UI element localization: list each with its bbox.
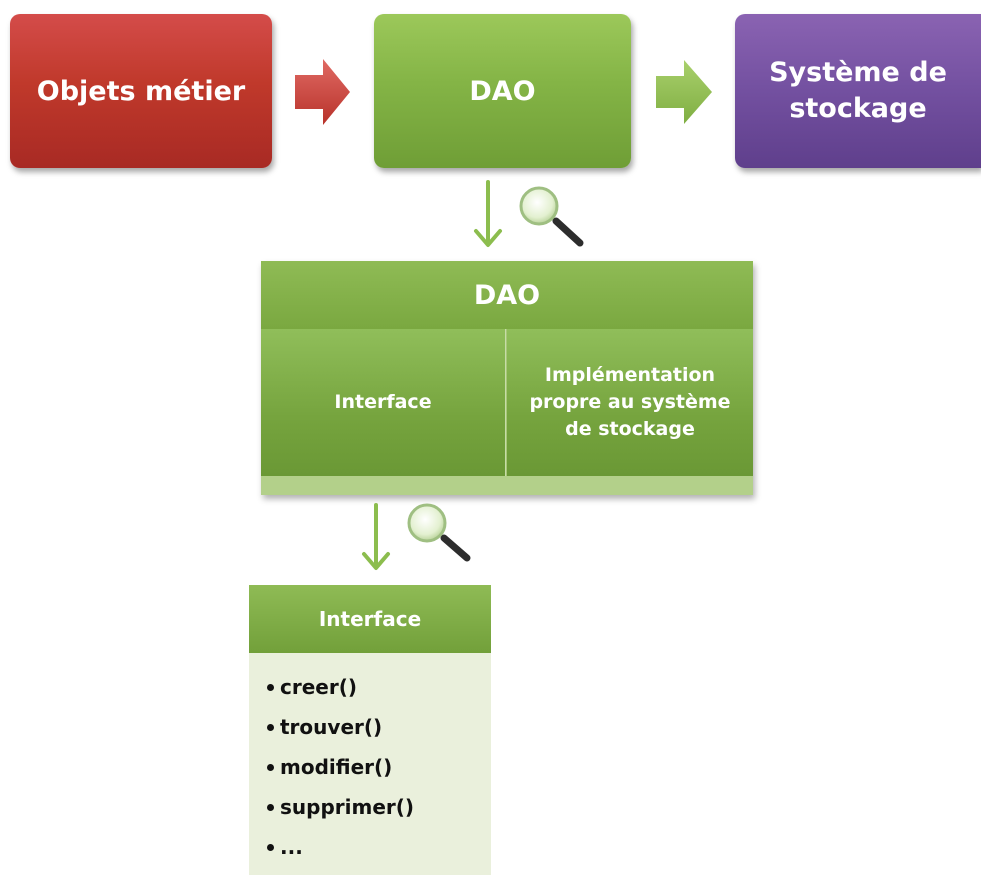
magnifier-icon <box>519 186 584 247</box>
method-label: trouver() <box>280 715 383 739</box>
bullet-icon <box>267 683 274 691</box>
magnifier-icon <box>407 503 471 562</box>
dao-interface-label: Interface <box>334 391 432 413</box>
dao-detail-panel: DAO Interface Implémentation propre au s… <box>261 261 753 495</box>
dao-interface-cell: Interface <box>261 329 506 476</box>
dao-implementation-line2: propre au système <box>529 391 731 413</box>
storage-system-label-line2: stockage <box>789 93 927 124</box>
dao-panel-footer <box>261 476 753 495</box>
bullet-icon <box>267 723 274 731</box>
method-item: creer() <box>267 667 414 707</box>
storage-system-box: Système de stockage <box>735 14 981 168</box>
arrow-down-icon <box>362 503 390 570</box>
method-label: creer() <box>280 675 357 699</box>
method-item: ... <box>267 827 414 867</box>
dao-implementation-label: Implémentation propre au système de stoc… <box>529 362 730 443</box>
storage-system-label-line1: Système de <box>769 57 947 88</box>
bullet-icon <box>267 803 274 811</box>
arrow-down-icon <box>474 180 502 247</box>
arrow-right-icon <box>295 59 350 125</box>
dao-label: DAO <box>469 75 536 107</box>
method-label: supprimer() <box>280 795 415 819</box>
interface-panel-title: Interface <box>249 585 491 653</box>
dao-implementation-cell: Implémentation propre au système de stoc… <box>507 329 753 476</box>
dao-box: DAO <box>374 14 631 168</box>
method-item: modifier() <box>267 747 414 787</box>
dao-panel-title: DAO <box>261 261 753 329</box>
interface-method-list: creer() trouver() modifier() supprimer()… <box>267 667 414 867</box>
interface-methods-panel: Interface creer() trouver() modifier() s… <box>249 585 491 875</box>
storage-system-label: Système de stockage <box>769 55 947 127</box>
method-label: ... <box>280 835 303 859</box>
dao-implementation-line1: Implémentation <box>544 364 716 386</box>
bullet-icon <box>267 763 274 771</box>
arrow-right-icon <box>656 60 712 124</box>
business-objects-box: Objets métier <box>10 14 272 168</box>
method-item: supprimer() <box>267 787 414 827</box>
bullet-icon <box>267 843 274 851</box>
business-objects-label: Objets métier <box>36 75 246 107</box>
method-item: trouver() <box>267 707 414 747</box>
dao-implementation-line3: de stockage <box>565 418 695 440</box>
method-label: modifier() <box>280 755 393 779</box>
